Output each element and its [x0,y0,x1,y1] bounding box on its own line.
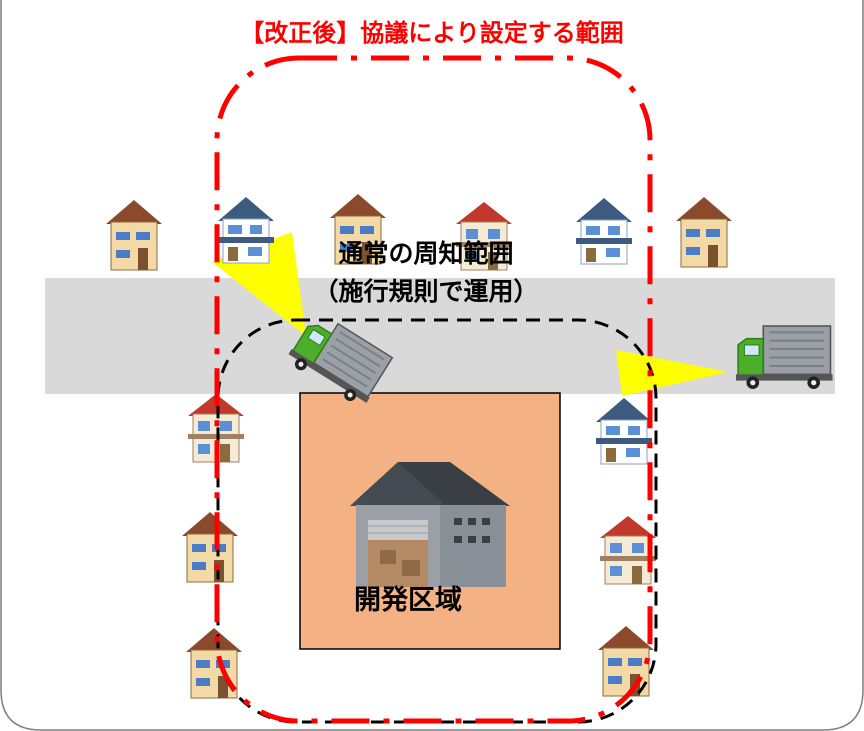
normal-area-label-line2: （施行規則で運用） [313,277,538,306]
house-icon [595,397,653,465]
normal-area-label-line1: 通常の周知範囲 [338,239,513,268]
house-icon [575,197,633,265]
warehouse-icon [350,462,510,587]
house-icon [181,511,239,583]
house-icon [675,196,733,268]
dust-cone-icon [616,350,728,396]
page-title: 【改正後】協議により設定する範囲 [240,19,624,47]
development-area-label: 開発区域 [354,585,462,616]
revised-consultation-boundary [214,55,653,724]
house-icon [217,196,275,264]
house-icon [105,199,163,271]
